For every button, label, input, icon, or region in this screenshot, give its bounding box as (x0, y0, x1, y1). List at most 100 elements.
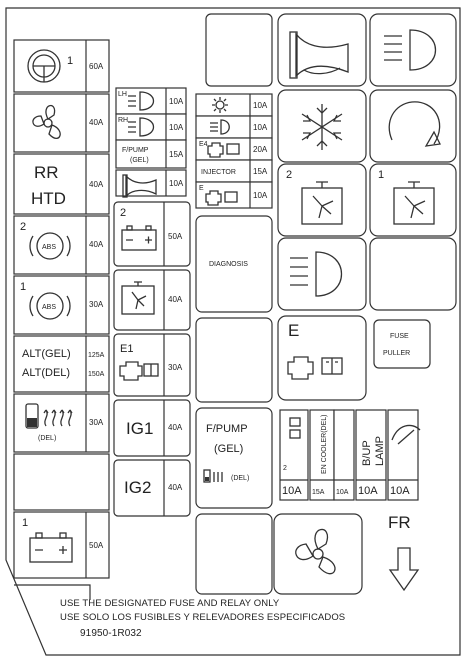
horn-icon (289, 31, 349, 79)
fuse-number: 1 (22, 517, 28, 529)
engine-icon (207, 142, 240, 158)
fuse-left-2[interactable]: 40A (13, 93, 110, 153)
fuse-col3-2[interactable]: 10A (195, 115, 273, 139)
fuse-left-1[interactable]: 1 60A (13, 39, 110, 93)
relay-engine-e[interactable]: E (277, 315, 367, 401)
relay-diagnosis[interactable]: DIAGNOSIS (195, 215, 273, 313)
fuse-col3-1[interactable]: 10A (195, 93, 273, 117)
engine-icon (287, 356, 343, 380)
fuse-amp: 10A (169, 179, 184, 188)
headlamp-icon (128, 91, 155, 111)
fuse-amp: 150A (88, 371, 105, 378)
relay-bottom-fan[interactable] (273, 513, 363, 595)
fuse-amp: 30A (89, 418, 104, 427)
relay-label-gel: (GEL) (214, 443, 243, 455)
fuse-puller[interactable]: FUSE PULLER (373, 319, 431, 369)
fuse-label-htd: HTD (31, 189, 66, 208)
fuse-number: 1 (67, 55, 73, 67)
relay-headlamp-low[interactable] (277, 237, 367, 311)
fuse-amp: 10A (253, 123, 268, 132)
fuse-bottom-5[interactable]: 10A (387, 409, 421, 501)
fuse-bottom-1[interactable]: 2 10A (279, 409, 309, 501)
fuse-left-6[interactable]: ALT(GEL) ALT(DEL) 125A 150A (13, 335, 110, 393)
sun-icon (212, 97, 228, 113)
fuse-amp: 40A (168, 483, 183, 492)
housing-notch (14, 584, 91, 600)
fuse-amp: 40A (89, 118, 104, 127)
fuse-amp: 10A (358, 485, 378, 497)
fuse-col2-big-3[interactable]: E1 30A (113, 333, 191, 397)
relay-label-e: E (288, 321, 299, 340)
fuse-amp: 10A (253, 101, 268, 110)
relay-rotate[interactable] (369, 89, 457, 163)
fuse-col2-big-5[interactable]: IG2 40A (113, 459, 191, 517)
fuse-left-3[interactable]: RR HTD 40A (13, 153, 110, 215)
relay-label-fpump: F/PUMP (206, 423, 248, 435)
fuse-amp: 30A (168, 363, 183, 372)
glow-plug-icon (203, 469, 223, 483)
relay-cooling-fan-1[interactable]: 1 (369, 163, 457, 237)
fuse-col2-1[interactable]: LH 10A (115, 87, 187, 115)
wiper-icon (391, 424, 421, 445)
fuse-label-injector: INJECTOR (201, 169, 236, 176)
relay-number: 1 (378, 169, 384, 181)
relay-ac[interactable] (277, 89, 367, 163)
relay-headlamp[interactable] (369, 13, 457, 87)
fuse-amp: 60A (89, 62, 104, 71)
relay-col3-empty[interactable] (195, 317, 273, 403)
fuse-col2-big-4[interactable]: IG1 40A (113, 399, 191, 457)
fan-icon (32, 105, 61, 139)
engine-icon (119, 361, 159, 381)
fuse-amp: 40A (168, 423, 183, 432)
fuse-col3-4[interactable]: INJECTOR 15A (195, 159, 273, 183)
fuse-col3-5[interactable]: E 10A (195, 181, 273, 209)
relay-cooling-fan-2[interactable]: 2 (277, 163, 367, 237)
steering-wheel-icon (27, 49, 61, 83)
fuse-bottom-3[interactable]: 10A (333, 409, 355, 501)
fuse-col2-4[interactable]: 10A (115, 169, 187, 198)
cooling-fan-icon (121, 281, 155, 315)
relay-horn[interactable] (277, 13, 367, 87)
fuse-label-fpump: F/PUMP (122, 147, 149, 154)
fuse-col2-big-1[interactable]: 2 50A (113, 201, 191, 267)
fuse-bottom-4[interactable]: B/UP LAMP 10A (355, 409, 387, 501)
arrow-down-icon (388, 547, 420, 592)
fuse-label: E (199, 185, 204, 192)
fuse-puller-line1: FUSE (390, 333, 409, 340)
fuse-left-8[interactable] (13, 453, 110, 511)
relay-top-empty[interactable] (205, 13, 273, 87)
fuse-col3-3[interactable]: E4 20A (195, 137, 273, 161)
relay-fpump[interactable]: F/PUMP (GEL) (DEL) (195, 407, 273, 509)
headlamp-icon (128, 117, 155, 137)
fuse-label-ig1: IG1 (126, 419, 153, 438)
glow-plug-icon (25, 403, 73, 429)
fuse-left-7[interactable]: (DEL) 30A (13, 393, 110, 453)
fuse-col2-big-2[interactable]: 40A (113, 269, 191, 331)
fuse-bottom-2[interactable]: EN COOLER(DEL) 15A (309, 409, 335, 501)
relay-right-empty[interactable] (369, 237, 457, 311)
fuse-left-9[interactable]: 1 50A (13, 511, 110, 579)
fuse-amp: 125A (88, 352, 105, 359)
fuse-amp: 10A (169, 123, 184, 132)
fuse-left-5[interactable]: 1 ABS 30A (13, 275, 110, 335)
battery-icon (29, 532, 73, 563)
abs-icon: ABS (29, 292, 71, 320)
fuse-left-4[interactable]: 2 ABS 40A (13, 215, 110, 275)
fuse-amp: 10A (390, 485, 410, 497)
footer-part-number: 91950-1R032 (80, 628, 142, 639)
headlamp-icon (384, 29, 436, 71)
fuse-puller-line2: PULLER (383, 350, 410, 357)
fuse-label: RH (118, 117, 128, 124)
fuse-label: (DEL) (38, 435, 56, 442)
fuse-label-bup: B/UP (361, 440, 373, 466)
relay-sub-label: (DEL) (231, 475, 249, 482)
fuse-col2-3[interactable]: F/PUMP (GEL) 15A (115, 139, 187, 169)
fuse-label: LH (118, 91, 127, 98)
fog-lamp-icon (210, 119, 230, 135)
relay-col3-bottom[interactable] (195, 513, 273, 595)
fuse-col2-2[interactable]: RH 10A (115, 113, 187, 141)
fuse-label-lamp: LAMP (374, 436, 386, 466)
battery-icon (121, 225, 157, 251)
left-column: 1 60A 40A RR HTD 40A 2 (13, 39, 110, 579)
svg-text:ABS: ABS (42, 304, 56, 311)
